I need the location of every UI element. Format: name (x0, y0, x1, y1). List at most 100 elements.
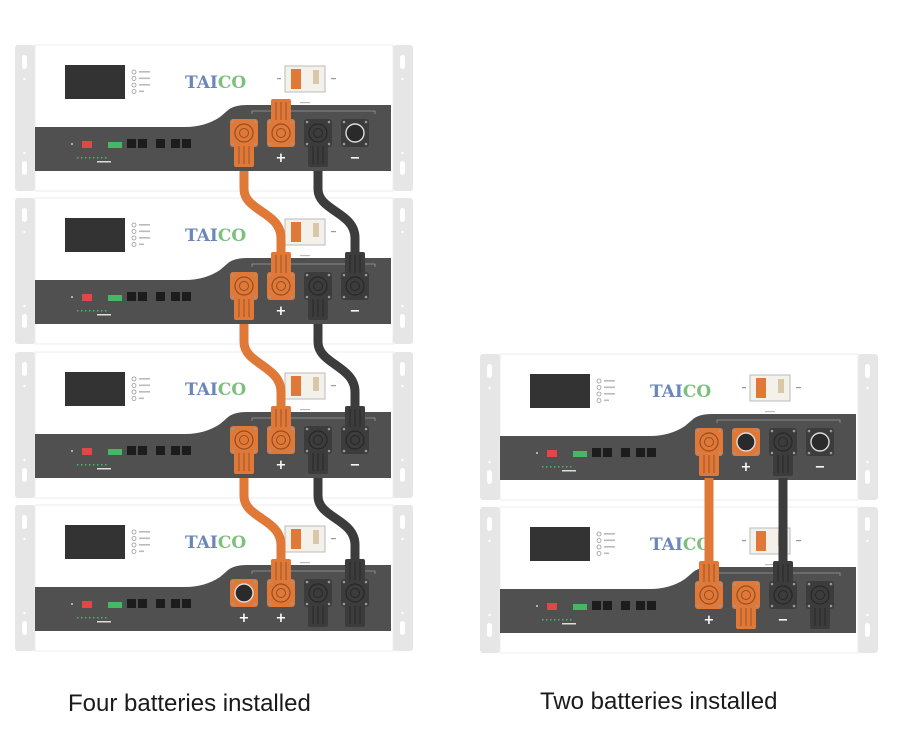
positive-terminal-1 (230, 272, 258, 300)
bracket-slot (400, 468, 405, 482)
soc-led (85, 157, 87, 159)
soc-led (93, 617, 95, 619)
soc-led (89, 310, 91, 312)
terminal-screw (290, 602, 294, 606)
terminal-screw (268, 120, 272, 124)
terminal-screw (290, 120, 294, 124)
soc-led (81, 464, 83, 466)
indicator-led (131, 69, 137, 75)
plug-ring (276, 588, 286, 598)
rj45-port (603, 448, 612, 457)
caption-four-batteries: Four batteries installed (68, 690, 311, 717)
negative-output-plug (810, 605, 830, 629)
terminal-frame (251, 570, 376, 574)
reset-button (71, 450, 73, 452)
positive-plug (699, 452, 719, 476)
bracket-slot (400, 621, 405, 635)
plug-ring (350, 588, 360, 598)
bracket-hole (488, 386, 491, 390)
plug-ring (239, 435, 249, 445)
soc-led (101, 310, 103, 312)
bracket-slot (22, 362, 27, 376)
negative-plug (308, 296, 328, 320)
positive-terminal-2 (732, 428, 760, 456)
breaker-caption (300, 409, 310, 411)
soc-led (85, 617, 87, 619)
plug-head (810, 585, 830, 605)
negative-terminal-1 (304, 272, 332, 300)
rj45-port (156, 599, 165, 608)
right-rack-bracket (858, 507, 878, 653)
indicator-led (131, 242, 137, 247)
terminal-screw (733, 604, 737, 608)
bracket-hole (866, 460, 869, 464)
terminal-screw (305, 295, 309, 299)
bracket-hole (23, 458, 26, 462)
terminal-screw (231, 142, 235, 146)
terminal-screw (231, 120, 235, 124)
terminal-screw (364, 295, 368, 299)
soc-led (97, 310, 99, 312)
run-terminal (573, 604, 587, 610)
plug-ring (350, 435, 360, 445)
terminal-screw (253, 142, 257, 146)
terminal-screw (755, 451, 759, 455)
plug-housing (345, 603, 365, 627)
breaker-caption (765, 411, 775, 413)
rj45-port (138, 599, 147, 608)
rj45-port (647, 448, 656, 457)
plug-housing (345, 252, 365, 276)
rj45-port (592, 448, 601, 457)
soc-led (81, 310, 83, 312)
terminal-screw (342, 580, 346, 584)
positive-terminal-1 (230, 119, 258, 147)
terminal-screw (268, 295, 272, 299)
terminal-screw (807, 451, 811, 455)
negative-terminal-1 (304, 579, 332, 607)
indicator-label (139, 384, 150, 387)
terminal-screw (253, 295, 257, 299)
terminal-screw (253, 449, 257, 453)
indicator-label (604, 399, 609, 402)
soc-led (89, 157, 91, 159)
negative-series-cable (313, 171, 360, 252)
logo-co: CO (218, 226, 247, 246)
right-rack-bracket (393, 352, 413, 498)
positive-terminal-2 (267, 272, 295, 300)
plug-ring (815, 590, 825, 600)
negative-terminal-2 (806, 581, 834, 609)
terminal-screw (364, 602, 368, 606)
negative-output-plug (345, 603, 365, 627)
terminal-screw (305, 273, 309, 277)
soc-led (542, 619, 544, 621)
terminal-screw (364, 580, 368, 584)
soc-led (77, 617, 79, 619)
terminal-screw (290, 580, 294, 584)
plug-head (345, 430, 365, 450)
plug-ring (778, 590, 788, 600)
bracket-hole (23, 537, 26, 541)
terminal-screw (342, 449, 346, 453)
dip-switch (547, 450, 557, 457)
positive-series-cable (239, 171, 286, 252)
terminal-screw (305, 120, 309, 124)
positive-label: + (704, 613, 715, 628)
terminal-screw (268, 602, 272, 606)
negative-label: − (350, 458, 361, 473)
breaker-caption (300, 102, 310, 104)
bracket-slot (865, 623, 870, 637)
terminal-screw (327, 427, 331, 431)
terminal-screw (829, 582, 833, 586)
plug-housing (345, 406, 365, 430)
caption-two-batteries: Two batteries installed (540, 688, 778, 715)
breaker-lever (291, 529, 301, 549)
logo-tai: TAI (185, 226, 218, 246)
plug-head (773, 585, 793, 605)
taico-logo: TAICO (650, 535, 711, 555)
plug-housing (308, 143, 328, 167)
breaker-label (313, 377, 319, 391)
terminal-screw (718, 582, 722, 586)
positive-plug (271, 406, 291, 430)
breaker-mark (742, 540, 746, 542)
plug-housing (736, 605, 756, 629)
